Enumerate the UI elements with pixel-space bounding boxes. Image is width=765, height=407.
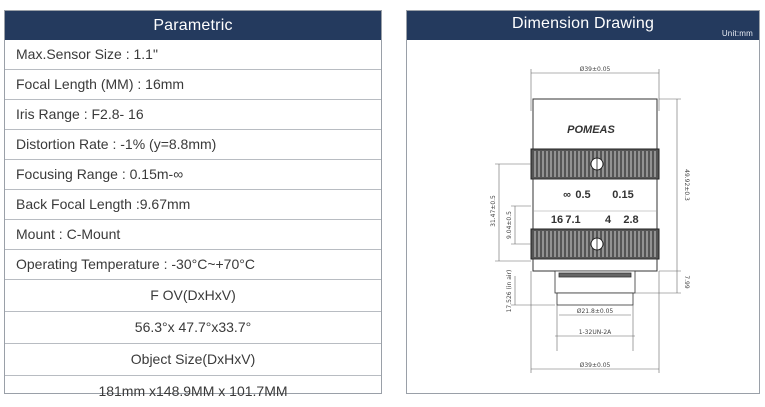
focus-scale: ∞ 0.5 0.15 xyxy=(563,189,634,201)
inner-height-label: 9.04±0.5 xyxy=(506,211,513,239)
focus-mark-05: 0.5 xyxy=(575,189,590,201)
middle-barrel xyxy=(532,178,658,230)
iris-ring xyxy=(530,228,660,260)
bottom-dimensions xyxy=(530,271,660,373)
total-height-dimension xyxy=(635,98,681,294)
focus-ring xyxy=(530,148,660,180)
spec-focal-length: Focal Length (MM) : 16mm xyxy=(5,70,381,100)
focus-mark-015: 0.15 xyxy=(612,189,633,201)
total-height-label: 49.92±0.3 xyxy=(683,169,690,201)
parametric-header: Parametric xyxy=(5,11,381,40)
aperture-mark-16: 16 xyxy=(551,214,563,226)
spec-operating-temperature: Operating Temperature : -30°C~+70°C xyxy=(5,250,381,280)
spec-distortion: Distortion Rate : -1% (y=8.8mm) xyxy=(5,130,381,160)
brand-logo: POMEAS xyxy=(567,124,615,136)
spec-back-focal-length: Back Focal Length :9.67mm xyxy=(5,190,381,220)
dimension-drawing-panel: Dimension Drawing Unit:mm Ø39±0.05 POMEA… xyxy=(406,10,760,394)
lens-dimension-drawing: Ø39±0.05 POMEAS ∞ 0.5 0.15 16 7.1 4 2.8 xyxy=(490,66,690,373)
spec-sensor-size: Max.Sensor Size : 1.1" xyxy=(5,40,381,70)
lower-barrel xyxy=(532,258,658,272)
aperture-mark-28: 2.8 xyxy=(623,214,638,226)
spec-fov-value: 56.3°x 47.7°x33.7° xyxy=(5,312,381,344)
spec-iris-range: Iris Range : F2.8- 16 xyxy=(5,100,381,130)
upper-barrel xyxy=(532,98,658,150)
left-height-label: 31.47±0.5 xyxy=(490,195,497,227)
spec-object-size-value: 181mm x148.9MM x 101.7MM xyxy=(98,383,288,399)
flange-distance-label: 17.526 (in air) xyxy=(506,270,513,313)
mount-height-label: 7.99 xyxy=(683,275,690,289)
thread-label: 1-32UN-2A xyxy=(579,329,612,336)
parametric-list: Max.Sensor Size : 1.1" Focal Length (MM)… xyxy=(5,40,381,407)
aperture-scale: 16 7.1 4 2.8 xyxy=(551,214,639,226)
aperture-mark-4: 4 xyxy=(605,214,612,226)
top-width-dimension xyxy=(530,69,660,111)
spec-focusing-range: Focusing Range : 0.15m-∞ xyxy=(5,160,381,190)
dimension-drawing-title: Dimension Drawing xyxy=(511,15,655,32)
spec-mount: Mount : C-Mount xyxy=(5,220,381,250)
spec-fov-label: F OV(DxHxV) xyxy=(5,280,381,312)
parametric-panel: Parametric Max.Sensor Size : 1.1" Focal … xyxy=(4,10,382,399)
focus-mark-inf: ∞ xyxy=(563,189,571,201)
unit-label: Unit:mm xyxy=(721,29,753,38)
left-height-dimension xyxy=(495,163,555,306)
dimension-drawing-header: Dimension Drawing Unit:mm xyxy=(407,11,759,40)
inner-diameter-label: Ø21.8±0.05 xyxy=(577,308,614,315)
c-mount xyxy=(554,270,636,306)
aperture-mark-71: 7.1 xyxy=(565,214,580,226)
spec-object-size-label: Object Size(DxHxV) xyxy=(5,344,381,376)
bottom-width-label: Ø39±0.05 xyxy=(580,362,611,369)
top-width-label: Ø39±0.05 xyxy=(580,66,611,73)
